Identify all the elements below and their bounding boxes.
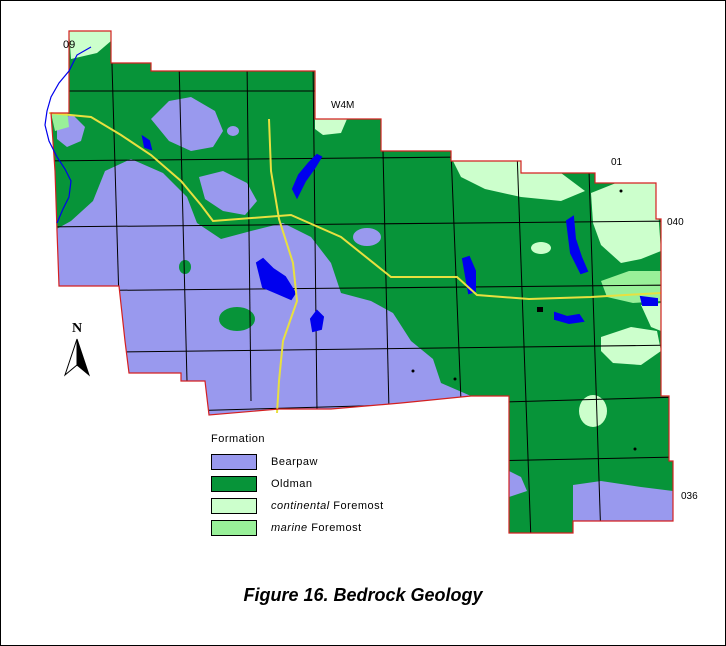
township-label-040: 040	[667, 217, 684, 228]
legend-label-marine-foremost: Foremost	[311, 522, 362, 534]
north-label: N	[71, 321, 83, 336]
highway	[48, 112, 662, 301]
north-arrow: N	[61, 321, 93, 382]
legend-title: Formation	[211, 433, 266, 445]
highway-branch	[268, 118, 299, 414]
legend-swatch-bearpaw	[211, 454, 257, 470]
bearpaw-lake-4	[227, 126, 239, 136]
foremost-continental-east-3	[641, 303, 661, 331]
oldman-area	[51, 31, 673, 533]
legend-label-continental-foremost: Foremost	[333, 500, 384, 512]
legend-item-oldman: Oldman	[211, 473, 384, 495]
bearpaw-lake-3	[179, 260, 191, 274]
bearpaw-area-south-2	[509, 471, 527, 497]
figure-caption: Figure 16. Bedrock Geology	[243, 585, 483, 605]
legend-swatch-oldman	[211, 476, 257, 492]
legend-label-oldman: Oldman	[271, 478, 313, 490]
legend-label-bearpaw: Bearpaw	[271, 456, 318, 468]
legend: Formation Bearpaw Oldman continental For…	[211, 433, 384, 539]
legend-swatch-continental-foremost	[211, 498, 257, 514]
legend-prefix-marine: marine	[271, 522, 308, 534]
legend-item-bearpaw: Bearpaw	[211, 451, 384, 473]
legend-item-marine-foremost: marine Foremost	[211, 517, 384, 539]
small-features	[411, 189, 637, 451]
township-label-036: 036	[681, 491, 698, 502]
bearpaw-area-north	[151, 97, 223, 151]
range-label-01: 01	[611, 157, 623, 168]
bearpaw-lake-1	[353, 228, 381, 246]
north-arrow-icon	[63, 338, 91, 377]
bearpaw-area-central	[199, 171, 257, 215]
river-west	[44, 46, 92, 224]
foremost-continental-patch-3	[491, 165, 511, 177]
range-label-09: 09	[63, 39, 76, 51]
foremost-continental-patch-2	[531, 242, 551, 254]
foremost-continental-north	[315, 119, 347, 135]
meridian-label-w4m: W4M	[331, 100, 355, 111]
bearpaw-lake-2	[219, 307, 255, 331]
foremost-continental-northeast	[453, 161, 585, 201]
bearpaw-area-south	[573, 481, 673, 521]
water-bodies	[141, 134, 658, 333]
legend-item-continental-foremost: continental Foremost	[211, 495, 384, 517]
legend-swatch-marine-foremost	[211, 520, 257, 536]
legend-prefix-continental: continental	[271, 500, 330, 512]
foremost-continental-patch-1	[579, 395, 607, 427]
foremost-continental-nw	[69, 31, 111, 59]
study-area-boundary	[50, 30, 674, 534]
